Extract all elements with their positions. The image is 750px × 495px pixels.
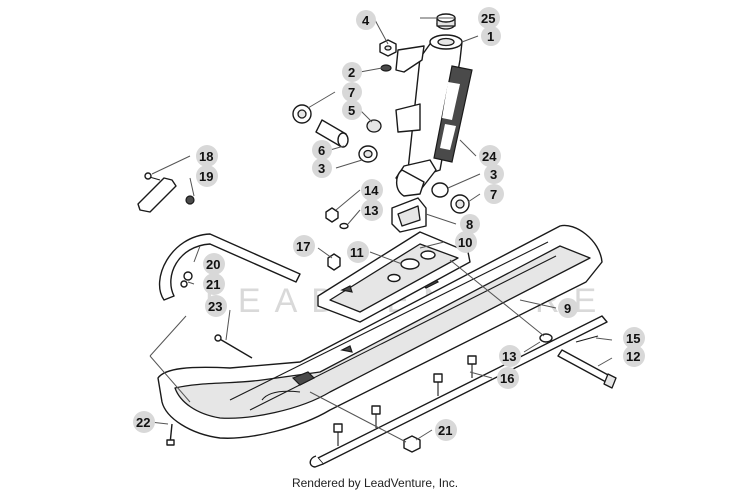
callout-24: 24 <box>482 149 497 164</box>
bolt-12 <box>557 349 617 389</box>
washer-13-lower <box>539 333 553 343</box>
bushing-3-left <box>358 145 378 163</box>
bolt-22 <box>166 423 175 446</box>
pin-15 <box>575 335 599 343</box>
retainer-19 <box>137 177 195 213</box>
callout-3-left: 3 <box>318 161 325 176</box>
callout-16: 16 <box>500 371 514 386</box>
nut-4 <box>379 39 397 57</box>
callout-21-upper: 21 <box>206 277 220 292</box>
callout-labels: 25 4 1 2 7 5 6 3 24 18 19 14 13 3 7 8 10… <box>133 7 645 441</box>
bushing-3-right <box>431 182 449 198</box>
callout-10: 10 <box>458 235 472 250</box>
washer-2 <box>380 64 392 72</box>
callout-2: 2 <box>348 65 355 80</box>
callout-1: 1 <box>487 29 494 44</box>
bushing-7-right <box>450 194 470 214</box>
callout-25: 25 <box>481 11 495 26</box>
ski-loop-20 <box>158 233 301 301</box>
callout-6: 6 <box>318 143 325 158</box>
washer-13-upper <box>339 222 349 230</box>
callout-14: 14 <box>364 183 379 198</box>
footer-credit: Rendered by LeadVenture, Inc. <box>291 476 459 490</box>
callout-15: 15 <box>626 331 640 346</box>
cap-25 <box>436 13 456 30</box>
callout-13-lower: 13 <box>502 349 516 364</box>
callout-8: 8 <box>466 217 473 232</box>
bracket-8 <box>391 197 427 233</box>
callout-13-upper: 13 <box>364 203 378 218</box>
ski-saddle <box>317 231 471 353</box>
callout-12: 12 <box>626 349 640 364</box>
nut-14 <box>325 207 339 223</box>
callout-17: 17 <box>296 239 310 254</box>
callout-9: 9 <box>564 301 571 316</box>
bolt-23 <box>214 334 253 359</box>
callout-4: 4 <box>362 13 370 28</box>
sleeve-6 <box>315 119 349 148</box>
callout-5: 5 <box>348 103 355 118</box>
callout-18: 18 <box>199 149 213 164</box>
nut-17 <box>327 253 341 271</box>
nut-21-upper <box>180 280 188 288</box>
leader-lines <box>149 17 613 443</box>
callout-21-lower: 21 <box>438 423 452 438</box>
nut-21-lower <box>403 435 421 453</box>
callout-7-right: 7 <box>490 187 497 202</box>
callout-22: 22 <box>136 415 150 430</box>
bushing-7-upper <box>292 104 312 124</box>
callout-23: 23 <box>208 299 222 314</box>
spindle <box>395 34 473 197</box>
bolt-18 <box>144 172 161 181</box>
callout-11: 11 <box>350 245 364 260</box>
callout-19: 19 <box>199 169 213 184</box>
callout-20: 20 <box>206 257 220 272</box>
callout-3-right: 3 <box>490 167 497 182</box>
bushing-5 <box>366 119 382 133</box>
callout-7-upper: 7 <box>348 85 355 100</box>
